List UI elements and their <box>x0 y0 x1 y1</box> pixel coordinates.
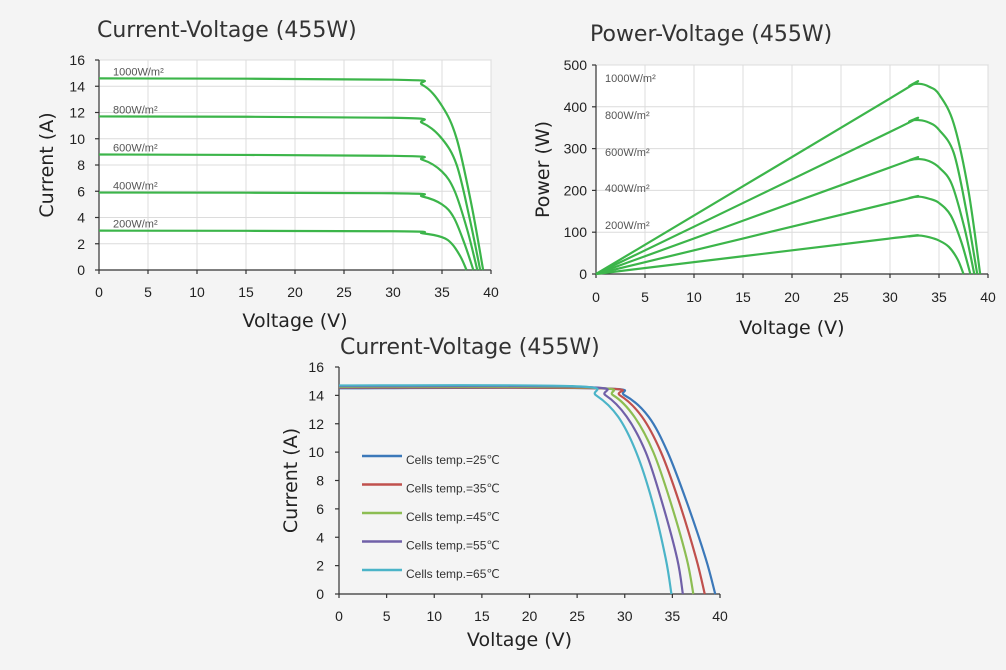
chart-title: Current-Voltage (455W) <box>340 335 600 360</box>
series-line <box>338 384 673 595</box>
y-axis-title: Current (A) <box>36 112 58 217</box>
x-tick-label: 20 <box>522 608 538 624</box>
series-line <box>595 234 965 276</box>
x-tick-label: 30 <box>882 289 898 305</box>
y-tick-label: 16 <box>308 359 324 375</box>
y-tick-label: 300 <box>564 141 588 157</box>
curve-label: 800W/m² <box>113 104 158 116</box>
series-line <box>595 80 982 275</box>
series-line <box>595 116 979 275</box>
y-tick-label: 8 <box>316 473 324 489</box>
y-tick-label: 12 <box>308 416 324 432</box>
chart-title: Current-Voltage (455W) <box>97 18 357 43</box>
y-tick-label: 500 <box>564 57 588 73</box>
series-line <box>595 156 976 276</box>
y-tick-label: 0 <box>77 262 85 278</box>
curve-label: 200W/m² <box>113 219 158 231</box>
chart-iv-irradiance: 0 5 10 15 20 25 30 35 40 0 2 4 6 8 10 12 14 16 Current-Vol… <box>36 18 499 332</box>
series-line <box>98 191 475 271</box>
y-tick-label: 10 <box>69 131 85 147</box>
legend-label: Cells temp.=25℃ <box>406 453 500 467</box>
x-tick-label: 40 <box>712 608 728 624</box>
x-tick-label: 40 <box>483 284 499 300</box>
y-tick-label: 2 <box>316 558 324 574</box>
chart-iv-temperature: 0 5 10 15 20 25 30 35 40 0 2 4 6 8 10 12 14 16 Current-Vol… <box>280 335 728 651</box>
series-line <box>338 385 695 595</box>
x-tick-label: 20 <box>287 284 303 300</box>
curve-label: 400W/m² <box>113 181 158 193</box>
y-tick-label: 200 <box>564 182 588 198</box>
x-tick-label: 0 <box>95 284 103 300</box>
x-tick-label: 20 <box>784 289 800 305</box>
series-line <box>98 77 485 271</box>
x-tick-label: 25 <box>569 608 585 624</box>
x-tick-label: 35 <box>931 289 947 305</box>
x-tick-label: 10 <box>686 289 702 305</box>
x-tick-label: 40 <box>980 289 996 305</box>
y-tick-label: 100 <box>564 224 588 240</box>
series-line <box>98 229 468 271</box>
curve-label: 400W/m² <box>605 183 650 195</box>
series-line <box>98 153 479 271</box>
curve-label: 800W/m² <box>605 110 650 122</box>
legend-label: Cells temp.=45℃ <box>406 510 500 524</box>
y-tick-label: 4 <box>77 210 85 226</box>
x-tick-label: 25 <box>833 289 849 305</box>
y-tick-label: 6 <box>316 501 324 517</box>
x-tick-label: 5 <box>383 608 391 624</box>
x-tick-label: 10 <box>426 608 442 624</box>
curve-label: 1000W/m² <box>605 73 656 85</box>
x-tick-label: 35 <box>434 284 450 300</box>
y-tick-label: 12 <box>69 105 85 121</box>
curve-label: 600W/m² <box>113 143 158 155</box>
legend-label: Cells temp.=65℃ <box>406 567 500 581</box>
x-tick-label: 15 <box>735 289 751 305</box>
y-tick-label: 14 <box>308 387 324 403</box>
y-tick-label: 2 <box>77 236 85 252</box>
x-tick-label: 5 <box>144 284 152 300</box>
y-axis-title: Power (W) <box>532 121 554 218</box>
x-tick-label: 5 <box>641 289 649 305</box>
x-axis-title: Voltage (V) <box>242 310 347 332</box>
x-tick-label: 15 <box>238 284 254 300</box>
curve-label: 1000W/m² <box>113 66 164 78</box>
y-tick-label: 4 <box>316 529 324 545</box>
y-tick-label: 8 <box>77 157 85 173</box>
curve-label: 600W/m² <box>605 147 650 159</box>
y-tick-label: 400 <box>564 99 588 115</box>
y-tick-label: 0 <box>579 266 587 282</box>
legend-label: Cells temp.=35℃ <box>406 482 500 496</box>
x-tick-label: 30 <box>617 608 633 624</box>
x-tick-label: 15 <box>474 608 490 624</box>
x-tick-label: 30 <box>385 284 401 300</box>
y-tick-label: 16 <box>69 52 85 68</box>
series-line <box>98 115 482 271</box>
series-line <box>338 384 684 595</box>
x-tick-label: 10 <box>189 284 205 300</box>
y-axis-title: Current (A) <box>280 428 302 533</box>
x-axis-title: Voltage (V) <box>739 317 844 339</box>
legend-label: Cells temp.=55℃ <box>406 539 500 553</box>
x-tick-label: 0 <box>335 608 343 624</box>
x-tick-label: 0 <box>592 289 600 305</box>
series-line <box>595 194 972 276</box>
y-tick-label: 0 <box>316 586 324 602</box>
y-tick-label: 6 <box>77 183 85 199</box>
curve-label: 200W/m² <box>605 220 650 232</box>
y-tick-label: 14 <box>69 78 85 94</box>
y-tick-label: 10 <box>308 444 324 460</box>
x-tick-label: 35 <box>665 608 681 624</box>
x-tick-label: 25 <box>336 284 352 300</box>
chart-title: Power-Voltage (455W) <box>590 22 832 47</box>
x-axis-title: Voltage (V) <box>467 629 572 651</box>
